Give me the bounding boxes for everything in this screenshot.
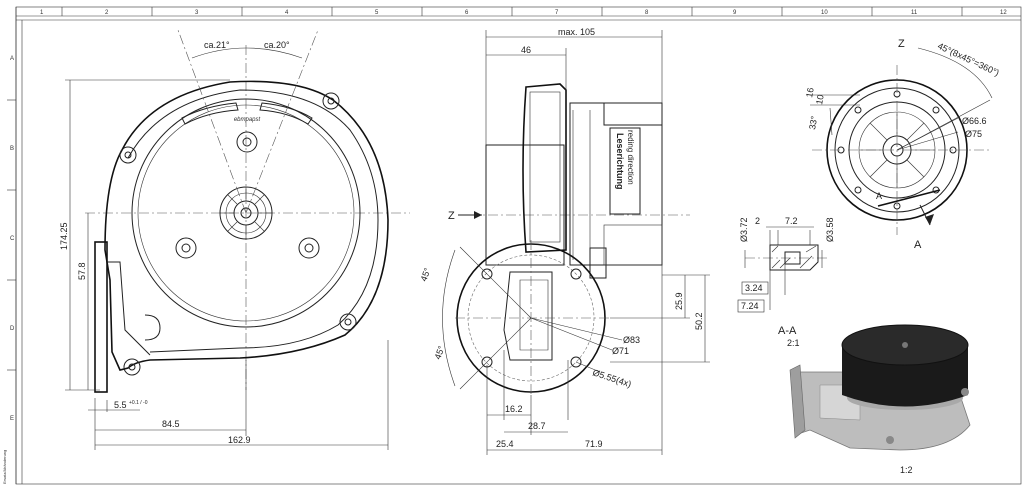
row-labels: A B C D E [10, 56, 15, 422]
dim-height-total: 174.25 [59, 222, 69, 250]
row-label: C [10, 236, 15, 242]
front-view: ebmpapst [65, 29, 410, 450]
detail-z [810, 47, 993, 235]
reading-direction-en: reding direction [626, 130, 635, 185]
col-label: 3 [195, 10, 199, 16]
photo-scale: 1:2 [900, 465, 913, 475]
dim-7-2: 7.2 [785, 216, 798, 226]
dim-width-total: 162.9 [228, 435, 251, 445]
col-label: 7 [555, 10, 559, 16]
col-label: 12 [1000, 10, 1007, 16]
label-z-detail: Z [898, 38, 905, 50]
dim-25-4: 25.4 [496, 439, 514, 449]
col-label: 9 [733, 10, 737, 16]
angle-left-label: ca.21° [204, 40, 230, 50]
dia-66-6: Ø66.6 [962, 116, 987, 126]
section-title: A-A [778, 325, 797, 337]
column-labels: 1 2 3 4 5 6 7 8 9 10 11 12 [40, 10, 1007, 16]
logo: ebmpapst [234, 117, 261, 123]
label-z-side: Z [448, 210, 455, 222]
col-label: 6 [465, 10, 469, 16]
dim-25-9: 25.9 [674, 292, 684, 310]
dia-holes: Ø5.55(4x) [591, 367, 632, 389]
col-label: 2 [105, 10, 109, 16]
row-label: B [10, 146, 14, 152]
dim-50-2: 50.2 [694, 312, 704, 330]
row-label: D [10, 326, 15, 332]
angle-pattern: 45°(8x45°=360°) [936, 41, 1001, 78]
row-label: A [10, 56, 14, 62]
row-label: E [10, 416, 14, 422]
dim-28-7: 28.7 [528, 421, 546, 431]
section-a-a [737, 226, 830, 313]
dim-16: 16 [804, 87, 816, 99]
dia-71: Ø71 [612, 346, 629, 356]
dim-7-24: 7.24 [741, 301, 759, 311]
col-label: 1 [40, 10, 44, 16]
dim-2: 2 [755, 216, 760, 226]
dim-3-24: 3.24 [745, 283, 763, 293]
dim-max: max. 105 [558, 27, 595, 37]
col-label: 8 [645, 10, 649, 16]
angle-33: 33° [807, 115, 819, 131]
sheet-border [7, 6, 1022, 485]
dim-height-outlet: 57.8 [77, 262, 87, 280]
col-label: 11 [911, 10, 918, 16]
dia-3-72: Ø3.72 [739, 217, 749, 242]
dia-3-58: Ø3.58 [825, 217, 835, 242]
angle-top: 45° [418, 266, 432, 283]
dim-10: 10 [814, 94, 826, 106]
side-view: Leserichtung reding direction [442, 30, 710, 455]
reading-direction-de: Leserichtung [615, 133, 625, 190]
margin-note: Ersatz/Abänderung [2, 450, 7, 484]
section-mark-a2: A [914, 239, 922, 251]
col-label: 4 [285, 10, 289, 16]
col-label: 5 [375, 10, 379, 16]
product-image [789, 324, 971, 451]
dim-flange: 5.5 [114, 400, 127, 410]
dim-71-9: 71.9 [585, 439, 603, 449]
dim-16-2: 16.2 [505, 404, 523, 414]
angle-right-label: ca.20° [264, 40, 290, 50]
dim-46: 46 [521, 45, 531, 55]
section-scale: 2:1 [787, 338, 800, 348]
col-label: 10 [821, 10, 828, 16]
dia-83: Ø83 [623, 335, 640, 345]
dim-flange-tol: +0.1 / -0 [129, 400, 148, 406]
dia-75: Ø75 [965, 129, 982, 139]
dim-width-center: 84.5 [162, 419, 180, 429]
section-mark-a1: A [876, 191, 882, 201]
angle-bottom: 45° [432, 344, 446, 361]
